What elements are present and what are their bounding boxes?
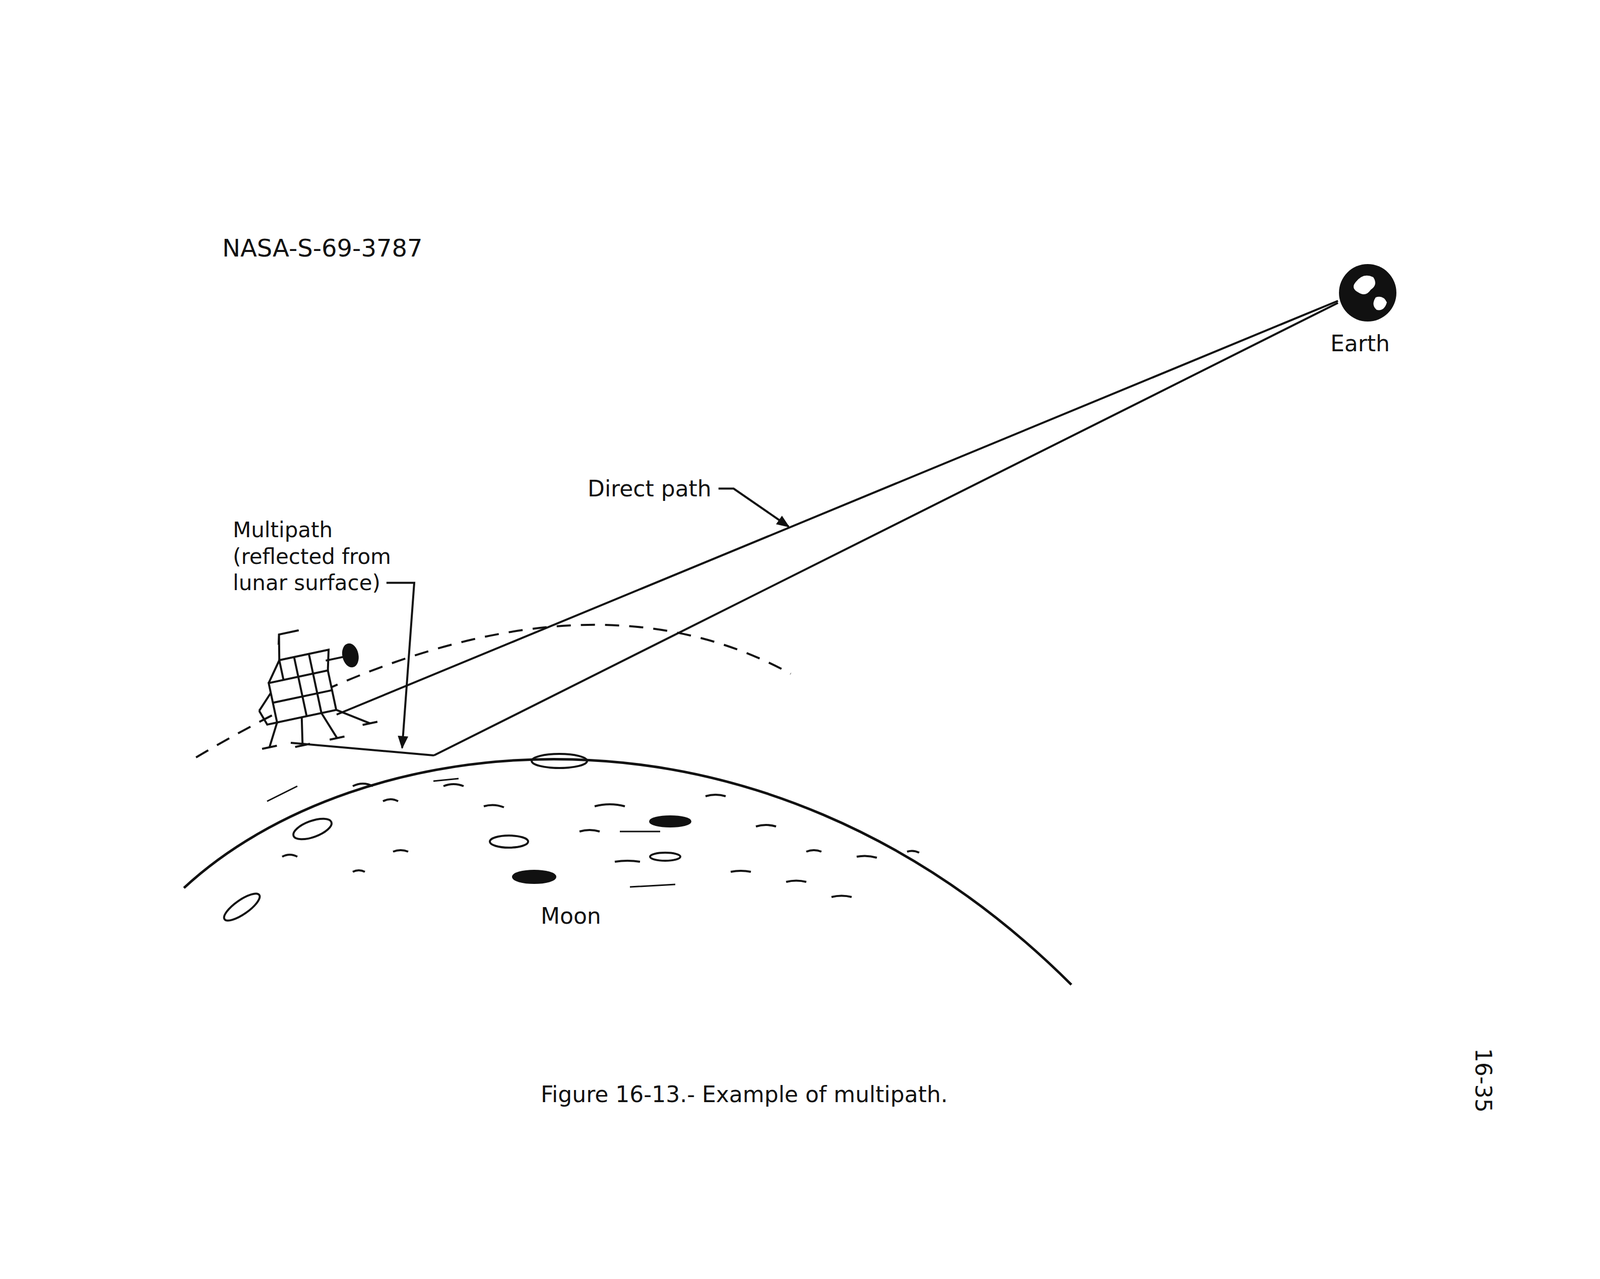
lunar-module <box>239 618 379 754</box>
label-text: Moon <box>540 902 602 930</box>
leader-lines <box>386 488 789 749</box>
leader-arrow <box>386 583 415 749</box>
orbit-path <box>196 624 791 758</box>
earth-globe <box>1338 264 1397 322</box>
label-text: Earth <box>1330 329 1390 358</box>
label-text: Direct path <box>587 474 712 503</box>
signal-paths <box>290 300 1338 756</box>
page-number: 16-35 <box>1469 1048 1498 1113</box>
moon-limb <box>183 758 1072 985</box>
leader-arrow <box>718 488 789 528</box>
moon-craters <box>220 753 920 926</box>
figure-id: NASA-S-69-3787 <box>222 232 423 264</box>
label-text: Multipath (reflected from lunar surface) <box>232 517 425 597</box>
figure-caption: Figure 16-13.- Example of multipath. <box>540 1080 948 1109</box>
